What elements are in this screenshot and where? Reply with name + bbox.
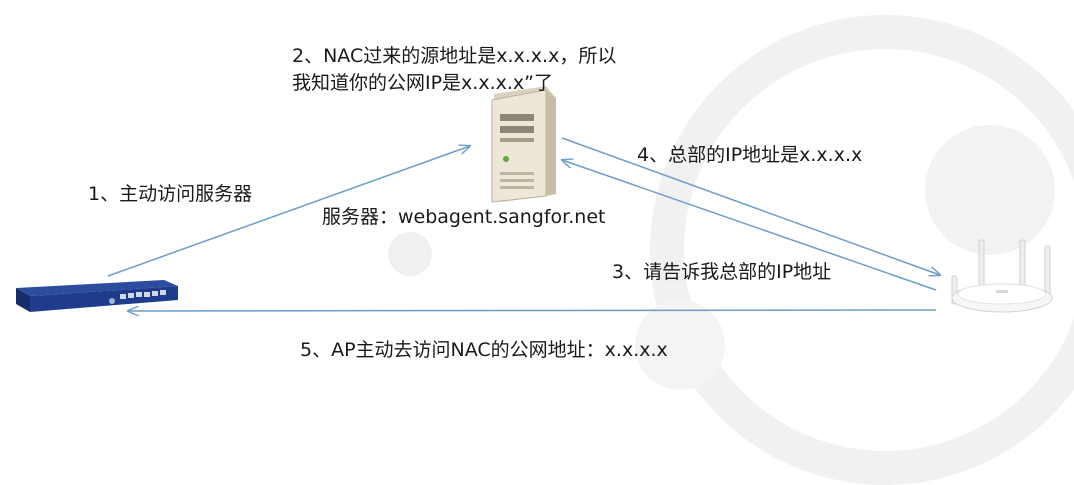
wireless-ap-icon [951, 239, 1053, 313]
background-dot [388, 232, 432, 276]
flow-arrows [107, 137, 1074, 400]
step3-label: 3、请告诉我总部的IP地址 [612, 261, 832, 283]
arrow-step3 [562, 160, 937, 291]
background-dot [635, 300, 725, 390]
step2-label-line2: 我知道你的公网IP是x.x.x.x”了 [292, 72, 554, 94]
server-icon [491, 86, 556, 203]
step5-label: 5、AP主动去访问NAC的公网地址：x.x.x.x [300, 339, 668, 361]
arrow-step1 [107, 146, 470, 277]
arrow-step4 [561, 137, 940, 275]
background-dot [925, 125, 1055, 255]
server-label: 服务器：webagent.sangfor.net [322, 206, 606, 228]
step4-label: 4、总部的IP地址是x.x.x.x [637, 144, 863, 166]
arrow-step5 [128, 310, 937, 311]
step2-label-line1: 2、NAC过来的源地址是x.x.x.x，所以 [292, 45, 617, 67]
step1-label: 1、主动访问服务器 [88, 183, 253, 205]
nac-appliance-icon [16, 280, 178, 312]
